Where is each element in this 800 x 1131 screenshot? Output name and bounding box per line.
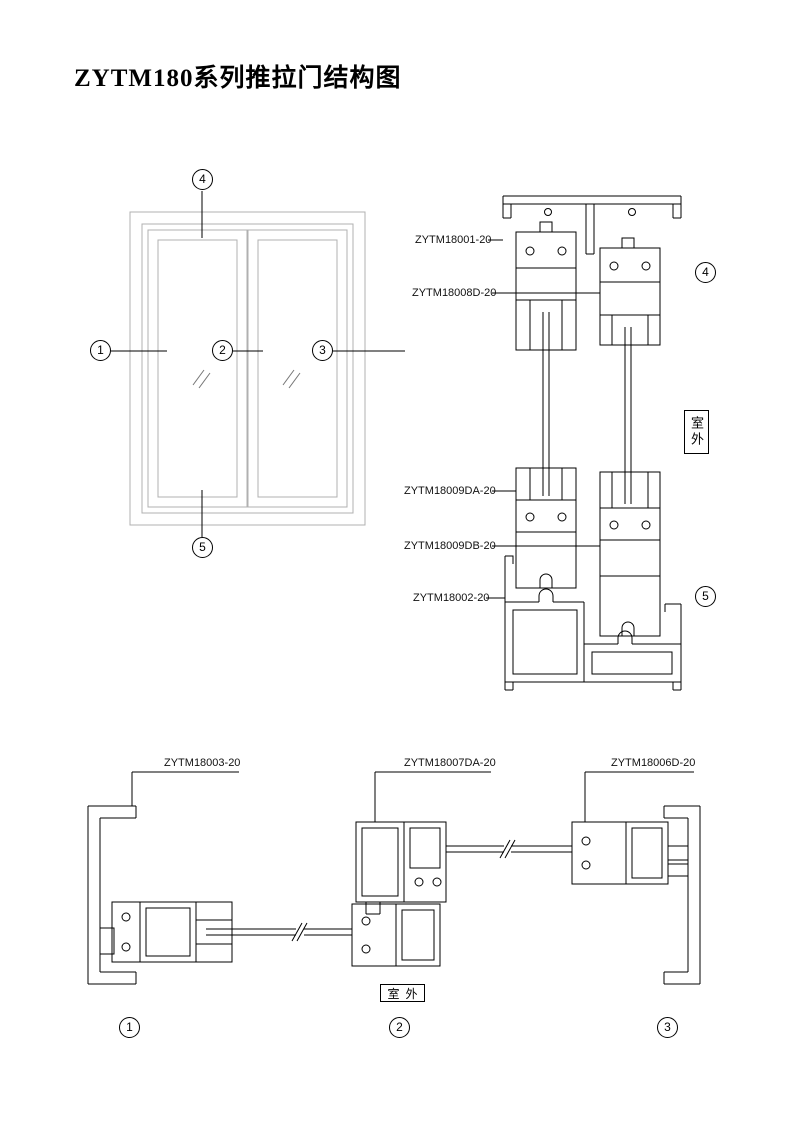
part-label-zytm18008d: ZYTM18008D-20 [412, 287, 497, 299]
callout-horizontal-3: 3 [657, 1017, 678, 1038]
callout-elevation-5: 5 [192, 537, 213, 558]
door-elevation-drawing [129, 211, 366, 526]
part-label-zytm18009db: ZYTM18009DB-20 [404, 540, 496, 552]
part-label-zytm18002: ZYTM18002-20 [413, 592, 490, 604]
part-label-zytm18006d: ZYTM18006D-20 [611, 757, 696, 769]
callout-horizontal-1: 1 [119, 1017, 140, 1038]
callout-elevation-3: 3 [312, 340, 333, 361]
callout-vertical-5: 5 [695, 586, 716, 607]
glass-marks [192, 369, 301, 389]
vertical-section-leaders [486, 239, 600, 599]
callout-elevation-2: 2 [212, 340, 233, 361]
vertical-section-profiles [502, 195, 682, 691]
part-label-zytm18009da: ZYTM18009DA-20 [404, 485, 496, 497]
callout-horizontal-2: 2 [389, 1017, 410, 1038]
outdoor-label-horizontal: 室外 [380, 984, 425, 1002]
callout-vertical-4: 4 [695, 262, 716, 283]
drawing-title: ZYTM180系列推拉门结构图 [74, 65, 402, 92]
part-label-zytm18001: ZYTM18001-20 [415, 234, 492, 246]
outdoor-label-vertical: 室外 [684, 410, 709, 454]
elevation-callout-leaders [111, 191, 405, 537]
horizontal-section-profiles [87, 805, 701, 985]
part-label-zytm18003: ZYTM18003-20 [164, 757, 241, 769]
callout-elevation-4: 4 [192, 169, 213, 190]
part-label-zytm18007da: ZYTM18007DA-20 [404, 757, 496, 769]
horizontal-section-leaders [131, 771, 694, 822]
callout-elevation-1: 1 [90, 340, 111, 361]
